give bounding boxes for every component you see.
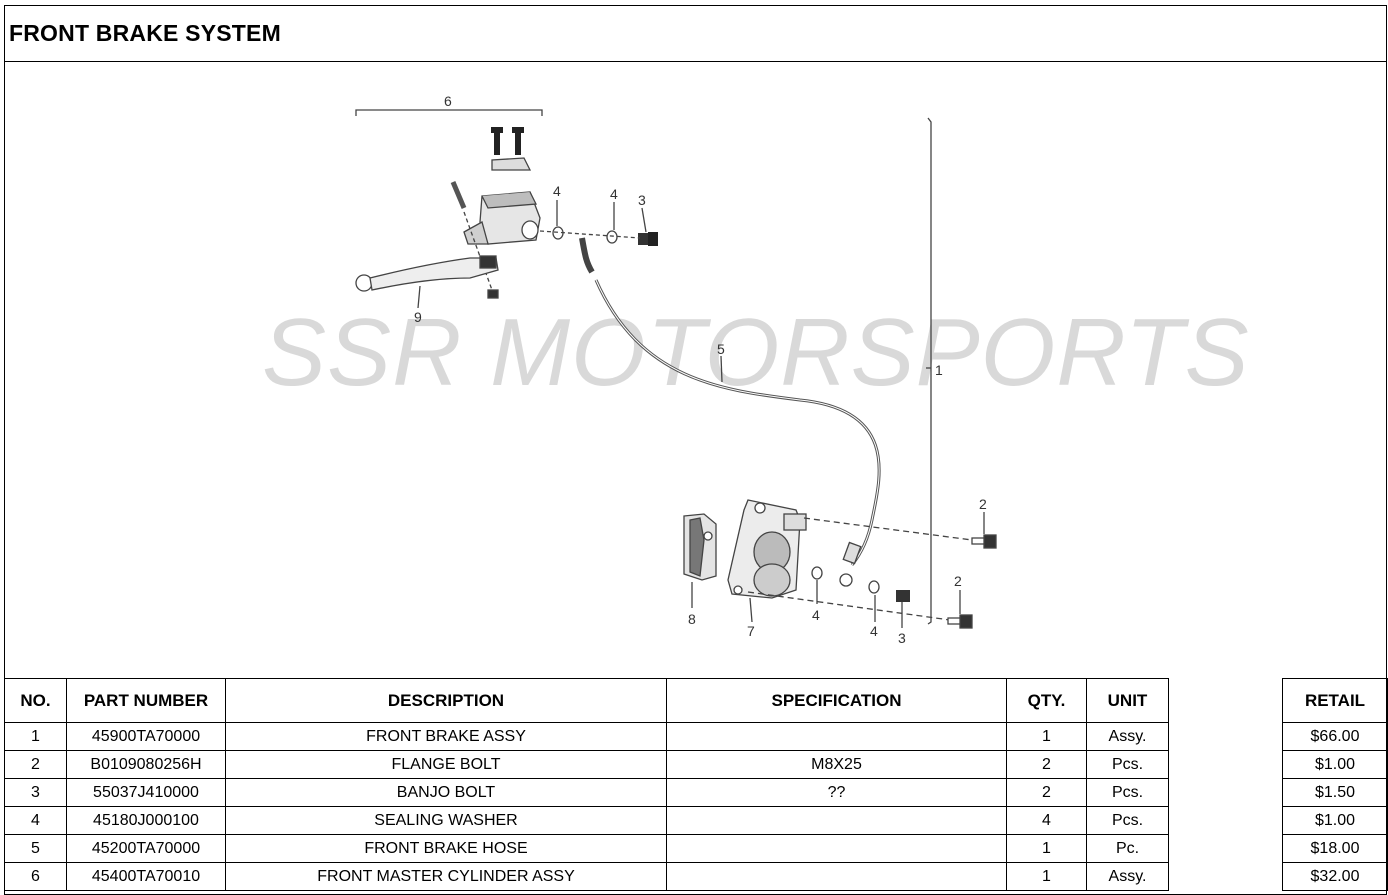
cell-part-number: 45200TA70000 bbox=[66, 834, 226, 863]
cell-part-number: B0109080256H bbox=[66, 750, 226, 779]
callout-1: 1 bbox=[935, 362, 943, 378]
cell-part-number: 45400TA70010 bbox=[66, 862, 226, 891]
cell-unit: Pcs. bbox=[1086, 778, 1169, 807]
cell-description: BANJO BOLT bbox=[225, 778, 667, 807]
callout-2a: 2 bbox=[979, 496, 987, 512]
brake-hose bbox=[579, 237, 881, 587]
header-qty: QTY. bbox=[1006, 678, 1087, 723]
cell-unit: Assy. bbox=[1086, 722, 1169, 751]
cell-no: 5 bbox=[4, 834, 67, 863]
cell-retail: $1.00 bbox=[1282, 806, 1388, 835]
cell-specification bbox=[666, 722, 1007, 751]
cell-description: FRONT MASTER CYLINDER ASSY bbox=[225, 862, 667, 891]
cell-no: 2 bbox=[4, 750, 67, 779]
callout-6: 6 bbox=[444, 93, 452, 109]
cell-blank bbox=[1168, 750, 1283, 779]
cell-blank bbox=[1168, 834, 1283, 863]
header-blank bbox=[1168, 678, 1283, 723]
table-row: 5 45200TA70000 FRONT BRAKE HOSE 1 Pc. $1… bbox=[4, 834, 1388, 863]
cell-blank bbox=[1168, 778, 1283, 807]
callout-3b: 3 bbox=[898, 630, 906, 646]
brake-pads bbox=[683, 513, 717, 581]
cell-part-number: 45900TA70000 bbox=[66, 722, 226, 751]
clamp-bolts bbox=[491, 127, 532, 171]
cell-no: 3 bbox=[4, 778, 67, 807]
cell-qty: 2 bbox=[1006, 778, 1087, 807]
cell-description: FRONT BRAKE ASSY bbox=[225, 722, 667, 751]
header-retail: RETAIL bbox=[1282, 678, 1388, 723]
cell-no: 6 bbox=[4, 862, 67, 891]
cell-no: 4 bbox=[4, 806, 67, 835]
table-row: 2 B0109080256H FLANGE BOLT M8X25 2 Pcs. … bbox=[4, 750, 1388, 779]
cell-part-number: 45180J000100 bbox=[66, 806, 226, 835]
callout-9: 9 bbox=[414, 309, 422, 325]
cell-part-number: 55037J410000 bbox=[66, 778, 226, 807]
assy-line bbox=[927, 117, 932, 625]
cell-unit: Pcs. bbox=[1086, 806, 1169, 835]
callout-3a: 3 bbox=[638, 192, 646, 208]
callout-4d: 4 bbox=[870, 623, 878, 639]
brake-caliper bbox=[727, 499, 807, 599]
table-row: 4 45180J000100 SEALING WASHER 4 Pcs. $1.… bbox=[4, 806, 1388, 835]
washer-bottom-a bbox=[811, 566, 823, 580]
flange-bolt-lower bbox=[947, 614, 973, 629]
title-bar: FRONT BRAKE SYSTEM bbox=[4, 5, 1387, 62]
cell-qty: 1 bbox=[1006, 834, 1087, 863]
cell-qty: 1 bbox=[1006, 862, 1087, 891]
header-description: DESCRIPTION bbox=[225, 678, 667, 723]
cell-unit: Assy. bbox=[1086, 862, 1169, 891]
callout-4a: 4 bbox=[553, 183, 561, 199]
cell-qty: 2 bbox=[1006, 750, 1087, 779]
header-unit: UNIT bbox=[1086, 678, 1169, 723]
cell-no: 1 bbox=[4, 722, 67, 751]
cell-qty: 1 bbox=[1006, 722, 1087, 751]
cell-specification: M8X25 bbox=[666, 750, 1007, 779]
brake-lever bbox=[355, 255, 499, 299]
washer-bottom-b bbox=[868, 580, 880, 594]
cell-qty: 4 bbox=[1006, 806, 1087, 835]
table-row: 6 45400TA70010 FRONT MASTER CYLINDER ASS… bbox=[4, 862, 1388, 891]
callout-8: 8 bbox=[688, 611, 696, 627]
master-cylinder bbox=[463, 191, 541, 245]
banjo-bolt-top bbox=[638, 232, 658, 246]
cell-description: FLANGE BOLT bbox=[225, 750, 667, 779]
table-header-row: NO. PART NUMBER DESCRIPTION SPECIFICATIO… bbox=[4, 678, 1388, 723]
callout-2b: 2 bbox=[954, 573, 962, 589]
header-no: NO. bbox=[4, 678, 67, 723]
cell-unit: Pc. bbox=[1086, 834, 1169, 863]
cell-blank bbox=[1168, 722, 1283, 751]
cell-retail: $32.00 bbox=[1282, 862, 1388, 891]
cell-unit: Pcs. bbox=[1086, 750, 1169, 779]
cell-blank bbox=[1168, 806, 1283, 835]
table-row: 1 45900TA70000 FRONT BRAKE ASSY 1 Assy. … bbox=[4, 722, 1388, 751]
callout-4c: 4 bbox=[812, 607, 820, 623]
cell-description: SEALING WASHER bbox=[225, 806, 667, 835]
flange-bolt-upper bbox=[971, 534, 997, 549]
header-part-number: PART NUMBER bbox=[66, 678, 226, 723]
cell-blank bbox=[1168, 862, 1283, 891]
cell-description: FRONT BRAKE HOSE bbox=[225, 834, 667, 863]
assy-bracket-line bbox=[355, 109, 543, 116]
parts-table: NO. PART NUMBER DESCRIPTION SPECIFICATIO… bbox=[4, 678, 1388, 891]
watermark: SSR MOTORSPORTS bbox=[262, 299, 1250, 406]
washer-top-b bbox=[606, 230, 618, 244]
header-specification: SPECIFICATION bbox=[666, 678, 1007, 723]
callout-7: 7 bbox=[747, 623, 755, 639]
page-title: FRONT BRAKE SYSTEM bbox=[9, 20, 281, 46]
cell-retail: $66.00 bbox=[1282, 722, 1388, 751]
cell-specification: ?? bbox=[666, 778, 1007, 807]
cell-specification bbox=[666, 806, 1007, 835]
callout-4b: 4 bbox=[610, 186, 618, 202]
cell-specification bbox=[666, 862, 1007, 891]
callout-5: 5 bbox=[717, 341, 725, 357]
cell-retail: $1.00 bbox=[1282, 750, 1388, 779]
cell-retail: $18.00 bbox=[1282, 834, 1388, 863]
banjo-bolt-bottom bbox=[896, 590, 910, 602]
cell-specification bbox=[666, 834, 1007, 863]
cell-retail: $1.50 bbox=[1282, 778, 1388, 807]
table-row: 3 55037J410000 BANJO BOLT ?? 2 Pcs. $1.5… bbox=[4, 778, 1388, 807]
